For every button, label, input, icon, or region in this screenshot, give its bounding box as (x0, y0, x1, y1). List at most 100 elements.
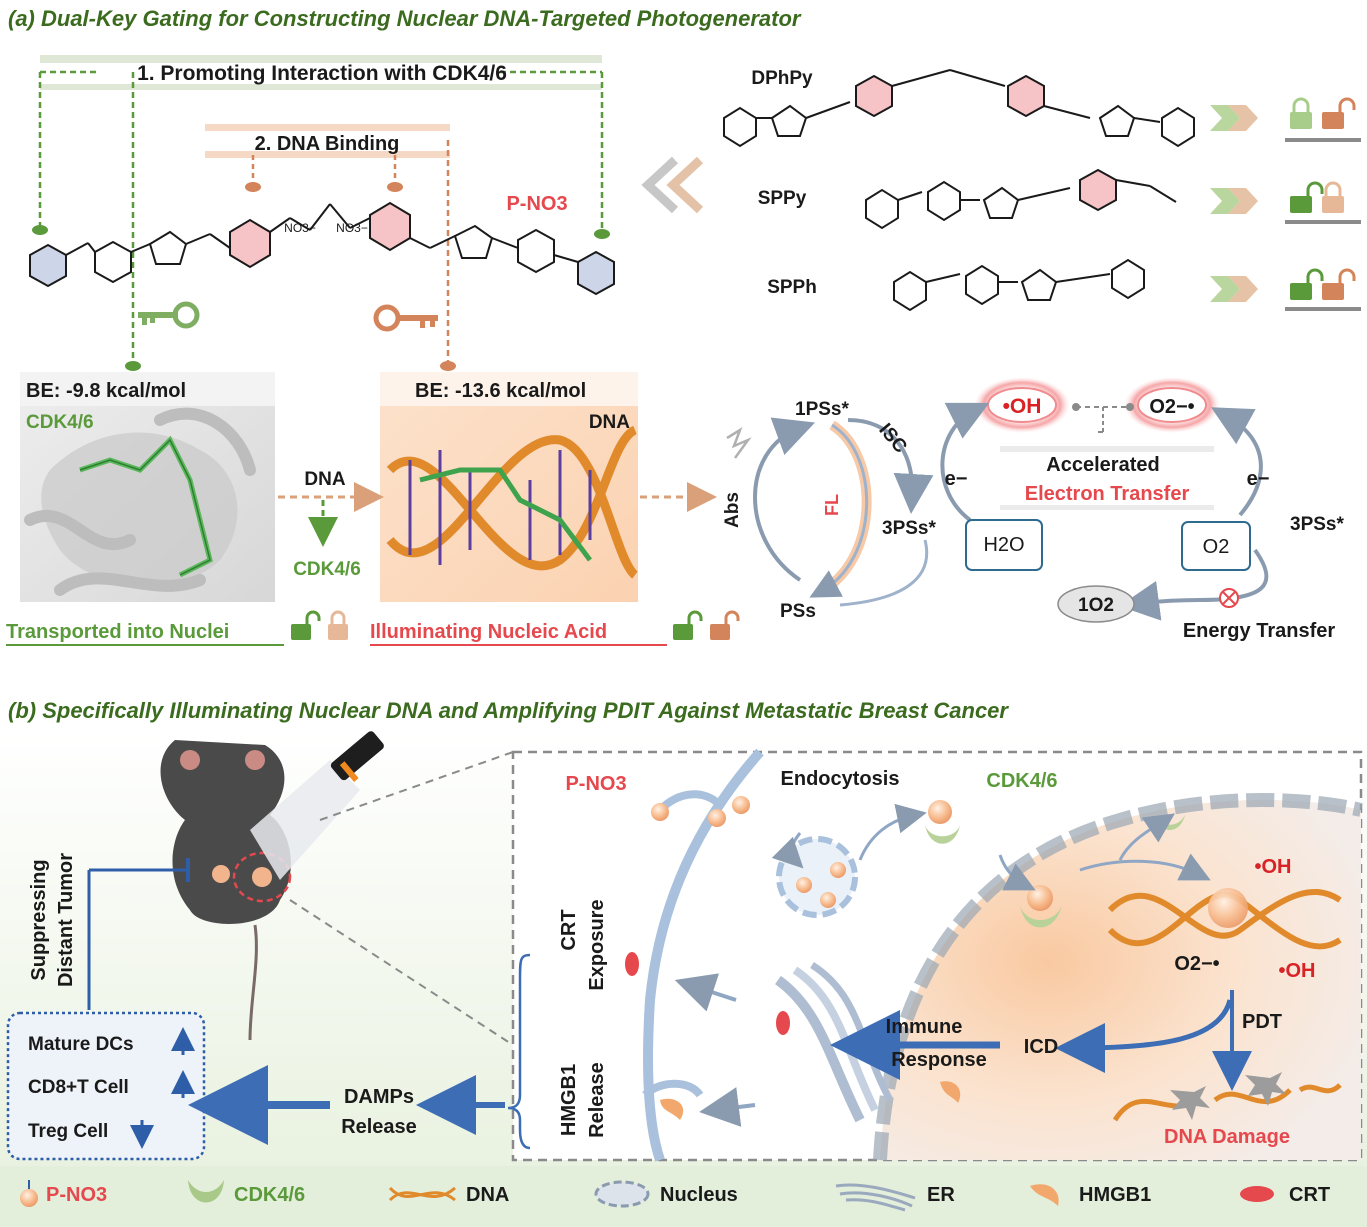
zoom-line-bottom (289, 899, 514, 1046)
cdk-docking-image (20, 372, 275, 602)
suppressing-label-1: Suppressing (28, 859, 50, 980)
panel-b-title: (b) Specifically Illuminating Nuclear DN… (8, 698, 1009, 723)
legend-label: Nucleus (660, 1184, 738, 1206)
s0-label: PSs (780, 601, 816, 622)
immune-box (6, 1011, 206, 1161)
immune-mature-dcs: Mature DCs (28, 1034, 134, 1055)
crt-icon (776, 1011, 790, 1035)
hmgb1-icon (1030, 1184, 1059, 1206)
dna-binding-label: 2. DNA Binding (255, 133, 400, 155)
suppressing-label-2: Distant Tumor (55, 853, 77, 987)
endocytosis-label: Endocytosis (781, 768, 900, 790)
dna-be-label: BE: -13.6 kcal/mol (415, 380, 586, 402)
dna-docking-image (380, 372, 639, 602)
flashlight-icon (330, 731, 384, 783)
legend-item-dna: DNA (388, 1184, 509, 1206)
transported-lock-icons (291, 610, 348, 640)
crt-icon (625, 952, 639, 976)
legend-item-hmgb1: HMGB1 (1030, 1184, 1151, 1206)
analog-name: SPPy (758, 188, 807, 209)
bracket (507, 953, 531, 1150)
anion-label-1: NO3− (284, 221, 316, 235)
legend-label: CDK4/6 (234, 1184, 305, 1206)
cdk-target-label: CDK4/6 (26, 412, 94, 433)
analog-sppy: SPPy (758, 168, 1177, 230)
o2-radical-label: O2−• (1149, 396, 1194, 418)
legend: P-NO3 CDK4/6 DNA Nucleus ER HMGB1 CRT (20, 1180, 1330, 1212)
legend-item-nucleus: Nucleus (594, 1180, 738, 1208)
oh-label-2: •OH (1278, 960, 1315, 982)
o2-radical-label-b: O2−• (1174, 953, 1219, 975)
analog-status-icons (1210, 97, 1361, 311)
ros-diagram (940, 377, 1269, 623)
analog-name: DPhPy (751, 68, 813, 89)
p-no3-label: P-NO3 (506, 193, 567, 215)
legend-item-crt: CRT (1240, 1184, 1330, 1206)
immune-label-1: Immune (886, 1016, 963, 1038)
icd-label: ICD (1024, 1036, 1058, 1058)
mouse-illustration (160, 731, 384, 1041)
hmgb1-label-2: Release (586, 1062, 608, 1138)
nucleus-icon (594, 1180, 650, 1208)
legend-label: ER (927, 1184, 955, 1206)
green-key-icon (138, 301, 200, 329)
jablonski-diagram (726, 417, 934, 607)
legend-label: P-NO3 (46, 1184, 107, 1206)
legend-bar (0, 1166, 1367, 1227)
anion-label-2: NO3− (336, 221, 368, 235)
arrow-dna-label: DNA (304, 469, 345, 490)
energy-transfer-label: Energy Transfer (1183, 620, 1336, 642)
immune-treg: Treg Cell (28, 1121, 108, 1142)
suppression-line (87, 858, 190, 1010)
er-icon (835, 1183, 916, 1212)
legend-item-p-no3: P-NO3 (20, 1180, 107, 1207)
hmgb1-icon (940, 1081, 961, 1103)
arrow-cdk-label: CDK4/6 (293, 559, 361, 580)
interaction-label: 1. Promoting Interaction with CDK4/6 (137, 62, 507, 85)
chevron-icon (1210, 105, 1258, 302)
light-bolt-icon (726, 427, 752, 459)
dna-helix (1107, 888, 1342, 950)
crt-label-2: Exposure (586, 899, 608, 990)
singlet-o2-label: 1O2 (1078, 595, 1114, 616)
electron-right-label: e− (1247, 468, 1270, 490)
legend-label: DNA (466, 1184, 509, 1206)
hmgb1-icon (660, 1098, 684, 1120)
legend-label: HMGB1 (1079, 1184, 1151, 1206)
oh-label: •OH (1003, 395, 1042, 418)
analog-dphpy: DPhPy (723, 68, 1195, 148)
transported-caption: Transported into Nuclei (6, 621, 229, 643)
p-no3-icon (20, 1189, 38, 1207)
t1-label: 3PSs* (882, 518, 936, 539)
crt-icon (1240, 1186, 1274, 1202)
electron-transfer-label: Electron Transfer (1025, 483, 1190, 505)
s1-label: 1PSs* (795, 399, 849, 420)
accelerated-label: Accelerated (1046, 454, 1159, 476)
analog-name: SPPh (767, 277, 817, 298)
cell-interior (507, 748, 1363, 1162)
cdk-label: CDK4/6 (986, 770, 1057, 792)
legend-item-cdk46: CDK4/6 (188, 1180, 305, 1206)
legend-item-er: ER (835, 1183, 955, 1212)
damaged-dna (1112, 1072, 1342, 1122)
immune-cd8: CD8+T Cell (28, 1077, 129, 1098)
hmgb1-label-1: HMGB1 (558, 1064, 580, 1136)
o2-label: O2 (1203, 536, 1230, 558)
cdk46-icon (188, 1180, 224, 1203)
electron-left-label: e− (945, 468, 968, 490)
orange-key-icon (373, 304, 438, 332)
immune-label-2: Response (891, 1049, 987, 1071)
pdt-label: PDT (1242, 1011, 1282, 1033)
legend-label: CRT (1289, 1184, 1330, 1206)
illuminating-caption: Illuminating Nucleic Acid (370, 621, 607, 643)
double-chevron-icon (641, 156, 704, 214)
analog-spph: SPPh (767, 258, 1145, 312)
crt-label-1: CRT (558, 909, 580, 950)
h2o-label: H2O (983, 534, 1024, 556)
interaction-bracket (32, 55, 610, 371)
dna-damage-label: DNA Damage (1164, 1126, 1290, 1148)
cdk-be-label: BE: -9.8 kcal/mol (26, 380, 186, 402)
dna-target-label: DNA (589, 412, 630, 433)
abs-label: Abs (722, 492, 743, 528)
p-no3-structure (29, 201, 615, 296)
